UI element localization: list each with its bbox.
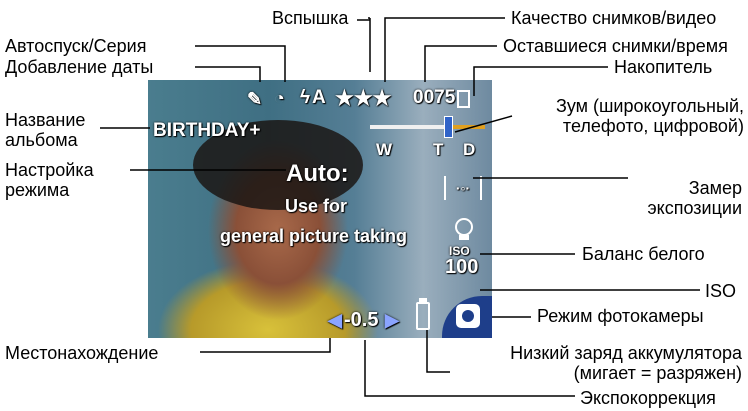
remaining-counter: 0075 [413,87,456,108]
battery-icon [416,302,430,330]
album-name-label: Название альбома [5,110,86,150]
zoom-wide-letter: W [376,140,393,159]
storage-icon [457,90,470,108]
metering-icon: ·◦· [444,176,482,200]
camera-mode-label: Режим фотокамеры [537,306,704,326]
date-stamp-icon: ✎ [247,89,263,109]
exposure-value-text: -0.5 [344,309,379,331]
metering-label: Замер экспозиции [647,178,742,218]
exposure-comp-label: Экспокоррекция [580,388,716,408]
storage-label: Накопитель [614,57,713,77]
iso-value-text: 100 [445,256,479,278]
self-timer-icon: ◔ [274,88,285,108]
zoom-indicator [444,116,453,138]
mode-setting-label: Настройка режима [5,160,94,200]
zoom-digital-range [445,125,485,129]
quality-label: Качество снимков/видео [511,8,717,28]
location-label: Местонахождение [5,343,159,363]
flash-label: Вспышка [272,8,349,28]
exposure-left-arrow-icon: ◀ [328,310,342,330]
date-stamp-label: Добавление даты [5,57,154,77]
flash-mode-text: A [312,87,326,108]
zoom-tele-letter: T [433,140,444,159]
self-timer-label: Автоспуск/Серия [5,36,147,56]
white-balance-label: Баланс белого [582,244,705,264]
mode-title: Auto: [286,160,349,187]
photo-subject [193,120,363,210]
zoom-bar [370,125,485,129]
exposure-right-arrow-icon: ▶ [385,310,399,330]
iso-small-text: ISO [449,244,470,258]
quality-stars: ★★★ [335,87,392,110]
album-name-text: BIRTHDAY+ [153,120,261,141]
zoom-digital-letter: D [463,140,476,159]
bulb-base-icon [459,235,469,240]
zoom-label: Зум (широкоугольный, телефото, цифровой) [555,96,744,136]
iso-label: ISO [705,281,737,301]
flash-icon: ϟ [300,87,311,108]
remaining-label: Оставшиеся снимки/время [503,36,728,56]
camera-lens-icon [462,310,474,322]
mode-desc-line2: general picture taking [220,226,408,246]
battery-tip-icon [419,298,427,302]
low-battery-label: Низкий заряд аккумулятора (мигает = разр… [510,343,742,383]
camera-lcd-screen: BIRTHDAY+ Auto: Use for general picture … [148,80,492,338]
mode-desc-line1: Use for [285,196,348,216]
